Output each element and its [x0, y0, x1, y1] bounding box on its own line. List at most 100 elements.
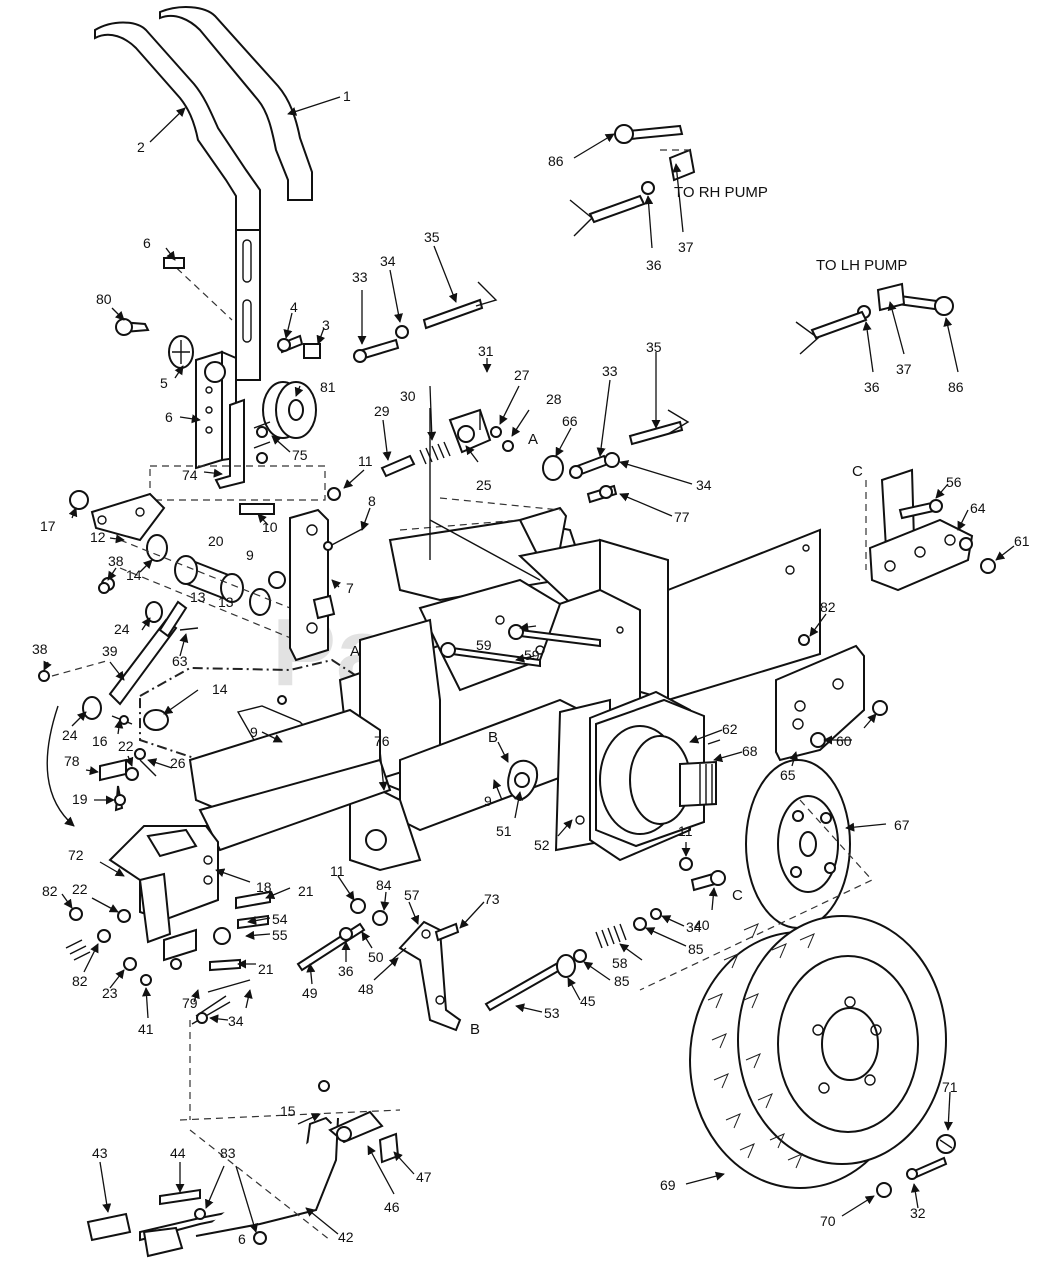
callout-35: 35 — [646, 339, 662, 355]
callout-65: 65 — [780, 767, 796, 783]
handle-bar-2 — [94, 21, 261, 381]
callout-13: 13 — [218, 594, 234, 610]
ref-letter-c-2: C — [732, 887, 743, 904]
callout-81: 81 — [320, 379, 336, 395]
callout-62: 62 — [722, 721, 738, 737]
callout-27: 27 — [514, 367, 530, 383]
note-to-lh-pump: TO LH PUMP — [816, 257, 907, 274]
callout-75: 75 — [292, 447, 308, 463]
callout-38: 38 — [32, 641, 48, 657]
rh-pump-linkage — [569, 124, 696, 237]
callout-82: 82 — [42, 883, 58, 899]
callout-58: 58 — [612, 955, 628, 971]
callout-2: 2 — [137, 139, 145, 155]
callout-84: 84 — [376, 877, 392, 893]
spring-rod-assembly — [353, 281, 514, 560]
callout-68: 68 — [742, 743, 758, 759]
callout-52: 52 — [534, 837, 550, 853]
tire-69 — [689, 915, 956, 1198]
link-a-assembly — [542, 409, 690, 504]
callout-42: 42 — [338, 1229, 354, 1245]
ref-letter-b-1: B — [488, 729, 498, 746]
pedal-bracket-18 — [65, 748, 271, 1120]
curved-direction-arrow — [46, 705, 75, 827]
callout-9: 9 — [250, 724, 258, 740]
callout-69: 69 — [660, 1177, 676, 1193]
callout-13: 13 — [190, 589, 206, 605]
callout-34: 34 — [228, 1013, 244, 1029]
callout-43: 43 — [92, 1145, 108, 1161]
gas-spring-39 — [38, 582, 199, 725]
callout-3: 3 — [322, 317, 330, 333]
callout-59: 59 — [524, 647, 540, 663]
callout-23: 23 — [102, 985, 118, 1001]
callout-6: 6 — [143, 235, 151, 251]
callout-56: 56 — [946, 474, 962, 490]
callout-7: 7 — [346, 580, 354, 596]
callout-67: 67 — [894, 817, 910, 833]
callout-15: 15 — [280, 1103, 296, 1119]
callout-59: 59 — [476, 637, 492, 653]
callout-39: 39 — [102, 643, 118, 659]
callout-34: 34 — [696, 477, 712, 493]
callout-38: 38 — [108, 553, 124, 569]
callout-21: 21 — [258, 961, 274, 977]
callout-8: 8 — [368, 493, 376, 509]
callout-19: 19 — [72, 791, 88, 807]
callout-47: 47 — [416, 1169, 432, 1185]
callout-37: 37 — [896, 361, 912, 377]
bracket-12 — [69, 490, 166, 542]
callout-18: 18 — [256, 879, 272, 895]
callout-33: 33 — [352, 269, 368, 285]
ref-letter-a-1: A — [528, 431, 538, 448]
callout-55: 55 — [272, 927, 288, 943]
callout-14: 14 — [212, 681, 228, 697]
callout-21: 21 — [298, 883, 314, 899]
callout-29: 29 — [374, 403, 390, 419]
callout-9: 9 — [484, 793, 492, 809]
callout-35: 35 — [424, 229, 440, 245]
callout-22: 22 — [72, 881, 88, 897]
callout-10: 10 — [262, 519, 278, 535]
callout-82: 82 — [820, 599, 836, 615]
callout-24: 24 — [114, 621, 130, 637]
callout-60: 60 — [836, 733, 852, 749]
mount-plate-65 — [775, 634, 888, 762]
callout-11: 11 — [678, 823, 693, 839]
ref-letter-b-2: B — [470, 1021, 480, 1038]
callout-32: 32 — [910, 1205, 926, 1221]
handle-mount-assembly — [115, 257, 326, 501]
handle-bar-1 — [159, 6, 313, 201]
callout-51: 51 — [496, 823, 512, 839]
callout-61: 61 — [1014, 533, 1030, 549]
callout-34: 34 — [380, 253, 396, 269]
callout-26: 26 — [170, 755, 186, 771]
callout-31: 31 — [478, 343, 494, 359]
callout-66: 66 — [562, 413, 578, 429]
lh-pump-linkage — [795, 282, 954, 355]
linkage-arm-57 — [296, 898, 462, 1032]
callout-64: 64 — [970, 500, 986, 516]
callout-73: 73 — [484, 891, 500, 907]
callout-28: 28 — [546, 391, 562, 407]
callout-80: 80 — [96, 291, 112, 307]
callout-50: 50 — [368, 949, 384, 965]
callout-48: 48 — [358, 981, 374, 997]
callout-11: 11 — [358, 453, 373, 469]
callout-17: 17 — [40, 518, 56, 534]
callout-82: 82 — [72, 973, 88, 989]
pivot-c-assembly — [484, 857, 726, 1012]
callout-71: 71 — [942, 1079, 958, 1095]
callout-49: 49 — [302, 985, 318, 1001]
callout-70: 70 — [820, 1213, 836, 1229]
callout-16: 16 — [92, 733, 108, 749]
callout-20: 20 — [208, 533, 224, 549]
callout-46: 46 — [384, 1199, 400, 1215]
callout-41: 41 — [138, 1021, 154, 1037]
callout-33: 33 — [602, 363, 618, 379]
callout-6: 6 — [238, 1231, 246, 1247]
callout-77: 77 — [674, 509, 690, 525]
leader-lines — [43, 96, 1015, 1235]
callout-12: 12 — [90, 529, 106, 545]
